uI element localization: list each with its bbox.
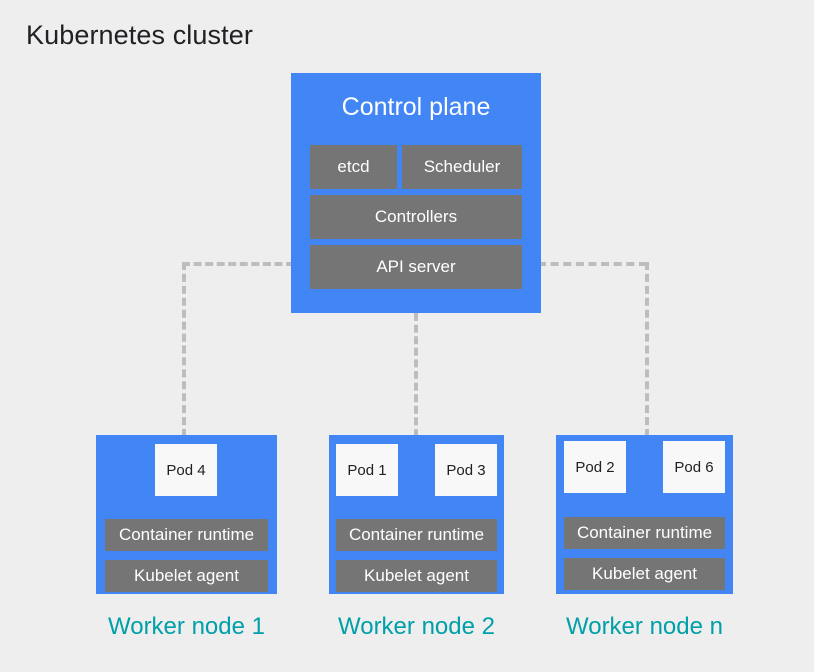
pod-box: Pod 2 [564, 441, 626, 493]
connector-api-server-to-worker-n [538, 262, 647, 266]
pod-box: Pod 3 [435, 444, 497, 496]
worker-node-n-caption: Worker node n [566, 613, 723, 640]
pod-box: Pod 6 [663, 441, 725, 493]
worker-node-1-caption: Worker node 1 [108, 613, 265, 640]
worker-node-2-caption: Worker node 2 [338, 613, 495, 640]
control-plane-component-api-server: API server [310, 245, 522, 289]
worker-node-n-kubelet-agent: Kubelet agent [564, 558, 725, 590]
worker-node-n-box: Pod 2 Pod 6 Container runtime Kubelet ag… [556, 435, 733, 594]
worker-node-2-container-runtime: Container runtime [336, 519, 497, 551]
pod-box: Pod 1 [336, 444, 398, 496]
control-plane-box: Control plane etcd Scheduler Controllers… [291, 73, 541, 313]
connector-api-server-to-worker-1 [182, 262, 294, 266]
connector-vertical-worker-2 [414, 313, 418, 437]
worker-node-1-kubelet-agent: Kubelet agent [105, 560, 268, 592]
worker-node-2-box: Pod 1 Pod 3 Container runtime Kubelet ag… [329, 435, 504, 594]
pod-box: Pod 4 [155, 444, 217, 496]
connector-vertical-worker-n [645, 262, 649, 437]
worker-node-n-container-runtime: Container runtime [564, 517, 725, 549]
page-title: Kubernetes cluster [26, 20, 253, 50]
control-plane-component-etcd: etcd [310, 145, 397, 189]
worker-node-1-box: Pod 4 Container runtime Kubelet agent [96, 435, 277, 594]
connector-vertical-worker-1 [182, 262, 186, 437]
control-plane-title: Control plane [341, 93, 491, 121]
control-plane-component-scheduler: Scheduler [402, 145, 522, 189]
control-plane-component-controllers: Controllers [310, 195, 522, 239]
worker-node-2-kubelet-agent: Kubelet agent [336, 560, 497, 592]
worker-node-1-container-runtime: Container runtime [105, 519, 268, 551]
